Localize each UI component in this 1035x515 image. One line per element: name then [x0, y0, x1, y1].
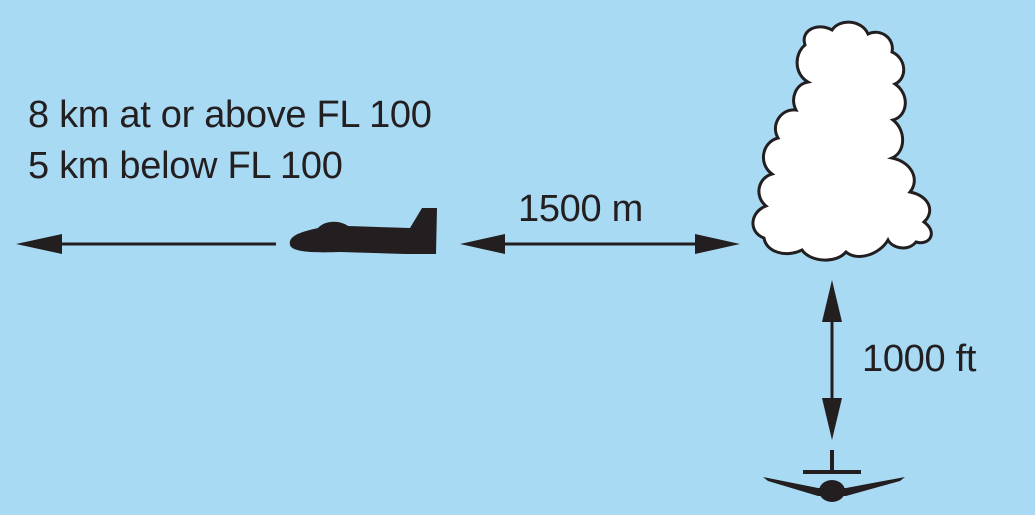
- horizontal-distance-arrow: [460, 234, 740, 254]
- visibility-arrow: [16, 234, 276, 254]
- visibility-label-below-fl100: 5 km below FL 100: [28, 145, 343, 187]
- cloud-icon: [751, 20, 933, 262]
- vertical-distance-label: 1000 ft: [862, 338, 977, 380]
- aircraft-side-icon: [289, 208, 437, 254]
- visibility-label-above-fl100: 8 km at or above FL 100: [28, 94, 432, 136]
- vertical-distance-arrow: [822, 280, 842, 440]
- aircraft-front-icon: [763, 450, 905, 502]
- horizontal-distance-label: 1500 m: [518, 188, 643, 230]
